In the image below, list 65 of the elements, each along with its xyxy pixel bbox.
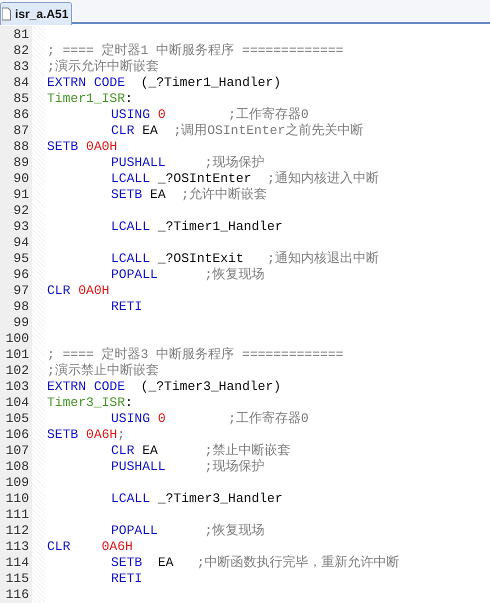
line-number: 94 [12,235,29,251]
code-line: USING 0 ;工作寄存器0 [111,411,309,427]
code-line: EXTRN CODE (_?Timer1_Handler) [47,75,282,91]
line-number: 113 [4,539,29,555]
line-number: 116 [4,587,29,603]
line-number: 90 [12,171,29,187]
line-number: 107 [4,443,29,459]
line-number: 97 [12,283,29,299]
line-number: 96 [12,267,29,283]
line-number: 93 [12,219,29,235]
line-number: 88 [12,139,29,155]
line-number: 84 [12,75,29,91]
line-number: 103 [4,379,29,395]
code-line: PUSHALL ;现场保护 [111,459,264,475]
line-number: 114 [4,555,29,571]
line-number: 87 [12,123,29,139]
code-line: Timer1_ISR: [47,91,133,107]
line-number: 81 [12,27,29,43]
line-number: 108 [4,459,29,475]
line-number: 99 [12,315,29,331]
code-line: LCALL _?Timer1_Handler [111,219,283,235]
code-line: SETB 0A0H [47,139,118,155]
code-line: SETB 0A6H; [47,427,126,443]
line-number: 112 [4,523,29,539]
code-line: LCALL _?OSIntExit ;通知内核退出中断 [111,251,379,267]
code-line: CLR 0A6H [47,539,133,555]
line-number: 95 [12,251,29,267]
code-line: USING 0 ;工作寄存器0 [111,107,309,123]
line-number: 104 [4,395,29,411]
code-line: ;演示禁止中断嵌套 [47,363,159,379]
code-line: POPALL ;恢复现场 [111,267,264,283]
file-tab: isr_a.A51 [0,2,72,25]
line-number: 98 [12,299,29,315]
code-line: SETB EA ;中断函数执行完毕，重新允许中断 [111,555,400,571]
code-line: CLR EA ;禁止中断嵌套 [111,443,290,459]
line-number: 109 [4,475,29,491]
code-line: ; ==== 定时器3 中断服务程序 ============= [47,347,344,363]
code-line: RETI [111,571,142,587]
code-line: POPALL ;恢复现场 [111,523,264,539]
line-number: 85 [12,91,29,107]
line-number: 89 [12,155,29,171]
code-line: ; ==== 定时器1 中断服务程序 ============= [47,43,344,59]
line-number: 82 [12,43,29,59]
code-line: CLR 0A0H [47,283,110,299]
code-line: RETI [111,299,142,315]
line-number: 110 [4,491,29,507]
code-line: LCALL _?OSIntEnter ;通知内核进入中断 [111,171,379,187]
code-line: PUSHALL ;现场保护 [111,155,264,171]
code-line: LCALL _?Timer3_Handler [111,491,283,507]
line-number: 102 [4,363,29,379]
line-number: 101 [4,347,29,363]
code-line: CLR EA ;调用OSIntEnter之前先关中断 [111,123,364,139]
line-number: 106 [4,427,29,443]
code-line: EXTRN CODE (_?Timer3_Handler) [47,379,282,395]
line-number: 91 [12,187,29,203]
code-line: SETB EA ;允许中断嵌套 [111,187,268,203]
line-number: 86 [12,107,29,123]
line-number: 92 [12,203,29,219]
line-number: 105 [4,411,29,427]
line-number: 83 [12,59,29,75]
line-number: 111 [4,507,29,523]
code-line: ;演示允许中断嵌套 [47,59,159,75]
code-line: Timer3_ISR: [47,395,133,411]
line-number: 100 [4,331,29,347]
line-number: 115 [4,571,29,587]
